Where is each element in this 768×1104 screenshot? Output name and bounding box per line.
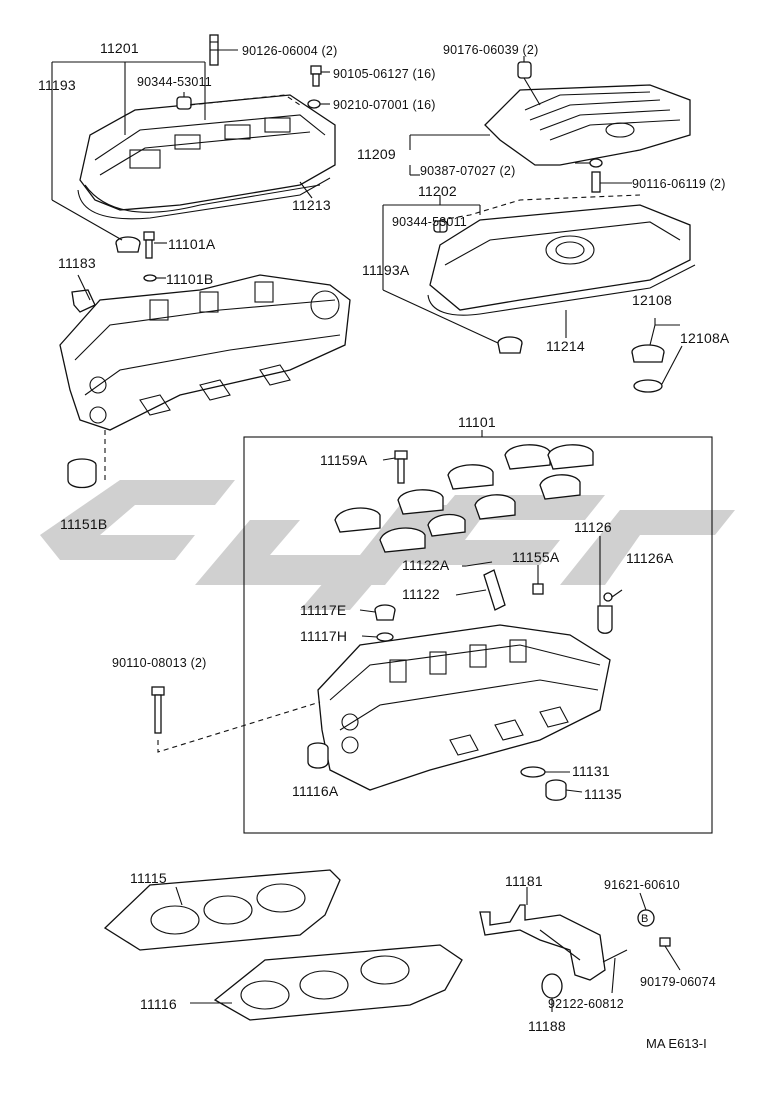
cylinder-head-cover-left [79, 94, 336, 213]
collar-90387 [589, 158, 603, 168]
label-90110: 90110-08013 (2) [112, 656, 207, 670]
label-11101: 11101 [458, 414, 496, 430]
gasket-11131 [520, 766, 546, 778]
cover-dash [189, 94, 301, 106]
cover-right-dash [439, 194, 641, 221]
head-gasket-11115 [103, 869, 341, 951]
label-11122A: 11122A [402, 557, 450, 573]
label-11117H: 11117H [300, 628, 348, 644]
plug-11193A [497, 336, 523, 354]
label-11181: 11181 [505, 873, 543, 889]
label-11188: 11188 [528, 1018, 566, 1034]
label-11135: 11135 [584, 786, 622, 802]
bolt-90126 [209, 34, 219, 66]
label-90387: 90387-07027 (2) [420, 164, 516, 178]
label-11193A: 11193A [362, 262, 410, 278]
bracket-11181 [479, 904, 606, 981]
seal-11135 [545, 779, 567, 801]
oil-filler-cap-12108 [631, 344, 665, 393]
seal-11151B [67, 458, 97, 489]
plug-11117E [374, 604, 396, 621]
engine-cover-11209 [484, 84, 691, 166]
label-12108: 12108 [632, 292, 672, 308]
label-11122: 11122 [402, 586, 440, 602]
gasket-11214 [427, 264, 696, 316]
label-11209: 11209 [357, 146, 396, 162]
leader-lines [51, 49, 683, 1012]
cylinder-head-main [317, 624, 611, 791]
pin-92122 [602, 949, 628, 963]
bolt-90110 [151, 686, 165, 734]
label-92122: 92122-60812 [548, 997, 624, 1011]
pin-11122A [465, 561, 493, 567]
label-B: B [641, 913, 649, 925]
gasket-11117H [376, 632, 394, 642]
bolt-dash [157, 701, 321, 753]
subassembly-box [243, 436, 713, 834]
label-91621: 91621-60610 [604, 878, 680, 892]
label-90176: 90176-06039 (2) [443, 43, 539, 57]
label-90344-right: 90344-53011 [392, 215, 467, 229]
bolt-90116 [591, 171, 601, 193]
head-gasket-11116 [213, 944, 463, 1021]
label-11201: 11201 [100, 40, 139, 56]
nut-90179 [659, 937, 671, 947]
grommet-90344 [176, 96, 192, 110]
label-11193: 11193 [38, 77, 76, 93]
label-11101A: 11101A [168, 236, 216, 252]
label-90210: 90210-07001 (16) [333, 98, 436, 112]
washer-90210 [307, 99, 321, 109]
tube-11126 [597, 605, 613, 634]
cylinder-head-left [59, 274, 351, 431]
gasket-11213 [77, 177, 331, 220]
label-90344-left: 90344-53011 [137, 75, 212, 89]
label-11126A: 11126A [626, 550, 674, 566]
label-11131: 11131 [572, 763, 610, 779]
label-11115: 11115 [130, 870, 167, 886]
grommet-90176 [517, 61, 532, 79]
seal-11116A [307, 742, 329, 769]
plug-11188 [541, 973, 563, 999]
label-12108A: 12108A [680, 330, 730, 346]
label-11202: 11202 [418, 183, 457, 199]
camshaft-bearing-caps [334, 444, 594, 553]
label-11151B: 11151B [60, 516, 108, 532]
label-90105: 90105-06127 (16) [333, 67, 436, 81]
label-11183: 11183 [58, 255, 96, 271]
watermark-logo [40, 480, 735, 610]
label-90116: 90116-06119 (2) [632, 177, 726, 191]
label-11117E: 11117E [300, 602, 347, 618]
ring-11126A [603, 592, 613, 602]
bolt-11159A [394, 450, 408, 484]
cylinder-head-cover-right [429, 204, 691, 311]
diagram-code: MA E613-I [646, 1036, 707, 1051]
pin-11155A [532, 583, 544, 595]
label-11116A: 11116A [292, 783, 339, 799]
label-11155A: 11155A [512, 549, 560, 565]
label-11213: 11213 [292, 197, 331, 213]
guide-11122 [483, 569, 506, 611]
label-11101B: 11101B [166, 271, 214, 287]
label-90179: 90179-06074 [640, 975, 716, 989]
bolt-90105 [310, 65, 322, 87]
label-11214: 11214 [546, 338, 585, 354]
label-11126: 11126 [574, 519, 612, 535]
washer-11101B [143, 274, 157, 282]
label-90126: 90126-06004 (2) [242, 44, 338, 58]
label-11116: 11116 [140, 996, 177, 1012]
label-11159A: 11159A [320, 452, 368, 468]
bolt-11101A [143, 231, 155, 259]
